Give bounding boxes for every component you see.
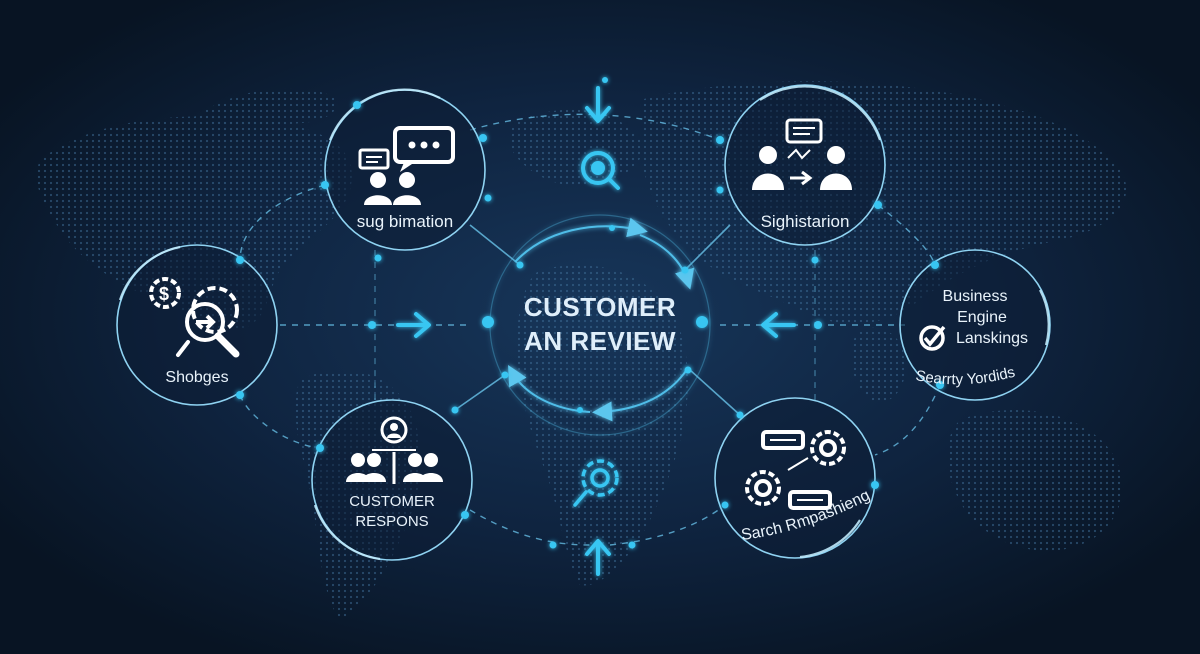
node-bottom-left-label-line1: CUSTOMER bbox=[349, 493, 435, 510]
node-left-label: Shobges bbox=[165, 369, 229, 386]
gears-chat-icon bbox=[745, 430, 846, 510]
node-circles bbox=[116, 84, 1051, 561]
inner-connectors bbox=[454, 224, 741, 416]
node-right-ring bbox=[899, 249, 1051, 401]
node-top-left-label: sug bimation bbox=[356, 212, 454, 231]
check-badge-icon bbox=[919, 325, 946, 351]
node-right-label-line3: Lanskings bbox=[955, 330, 1029, 347]
node-top-right-ring bbox=[724, 84, 886, 246]
center-cycle bbox=[489, 214, 711, 436]
outer-connectors bbox=[239, 113, 941, 546]
node-bottom-left-label: CUSTOMER RESPONS bbox=[327, 492, 457, 532]
node-bottom-right-ring bbox=[714, 397, 876, 559]
world-map bbox=[36, 81, 1127, 620]
gear-search-icon bbox=[573, 459, 619, 507]
arrow-up-icon bbox=[585, 539, 611, 576]
chat-people-icon bbox=[358, 126, 455, 205]
svg-text:$: $ bbox=[159, 284, 169, 304]
arrow-left-icon bbox=[761, 312, 796, 338]
user-group-icon bbox=[346, 416, 443, 484]
arrow-down-icon bbox=[585, 86, 611, 123]
connector-dots bbox=[236, 77, 944, 549]
node-right-label-line2: Engine bbox=[957, 309, 1007, 326]
center-right-dot bbox=[696, 316, 708, 328]
center-title: CUSTOMER AN REVIEW bbox=[480, 290, 720, 358]
node-top-right-label: Sighistarion bbox=[760, 212, 850, 231]
node-right-label: Business Engine Lanskings bbox=[910, 286, 1040, 349]
ring-highlights bbox=[118, 85, 1050, 561]
gear-magnifier-icon: $ bbox=[149, 277, 240, 358]
center-title-line2: AN REVIEW bbox=[524, 326, 676, 356]
node-bottom-left-ring bbox=[311, 399, 473, 561]
node-right-label-line1: Business bbox=[942, 288, 1008, 305]
arrow-right-icon bbox=[396, 312, 431, 338]
node-bottom-left-label-line2: RESPONS bbox=[355, 513, 429, 530]
people-exchange-icon bbox=[752, 118, 852, 190]
center-left-dot bbox=[482, 316, 494, 328]
target-icon bbox=[581, 151, 620, 190]
center-title-line1: CUSTOMER bbox=[523, 292, 677, 322]
